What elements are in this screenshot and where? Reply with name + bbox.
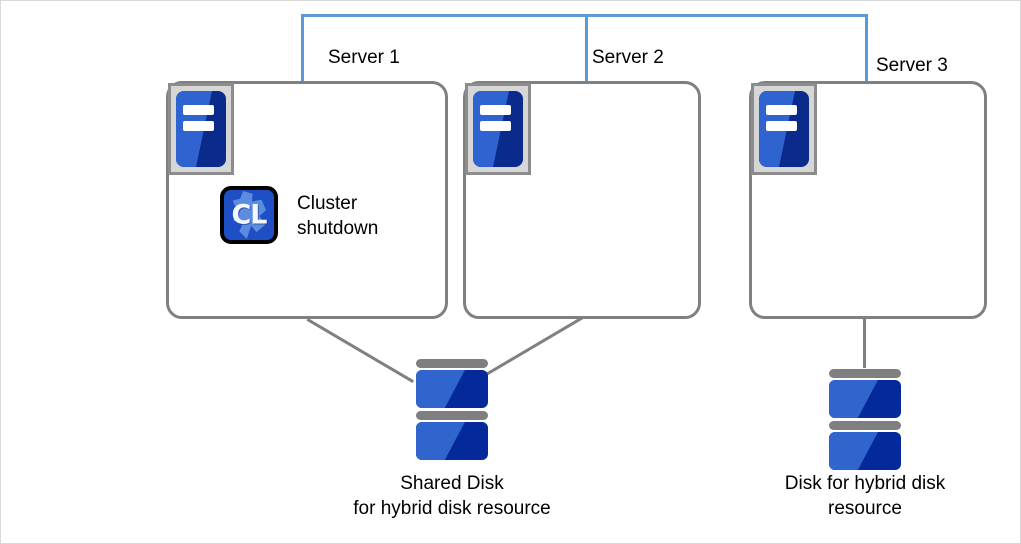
hybrid-disk-caption: Disk for hybrid disk resource (784, 473, 946, 519)
server-machine-icon (751, 83, 817, 175)
server-3-label: Server 3 (876, 55, 948, 76)
interconnect-line-horizontal (301, 14, 868, 17)
connector-server1-shared-disk (306, 318, 414, 384)
machine-icon-slot-1 (183, 104, 214, 115)
interconnect-line-server2 (585, 14, 588, 81)
disk-bar-top (416, 359, 488, 368)
shared-disk-icon[interactable] (416, 359, 488, 460)
interconnect-line-server3 (865, 14, 868, 81)
machine-icon-slot-1 (766, 104, 797, 115)
server-1-label: Server 1 (328, 47, 400, 68)
machine-icon-slot-2 (183, 121, 214, 132)
hybrid-disk-icon[interactable] (829, 369, 901, 470)
connector-server3-hybrid-disk (863, 318, 866, 368)
machine-icon-slot-2 (480, 121, 511, 132)
cluster-cl-icon[interactable]: CL (220, 186, 278, 244)
machine-icon-slot-1 (480, 104, 511, 115)
shared-disk-caption: Shared Disk for hybrid disk resource (353, 473, 551, 519)
server-2-label: Server 2 (592, 47, 664, 68)
connector-server2-shared-disk (477, 315, 585, 381)
disk-platter-top (829, 380, 901, 418)
machine-icon-body (176, 91, 226, 167)
machine-icon-body (759, 91, 809, 167)
disk-platter-top (416, 370, 488, 408)
machine-icon-body (473, 91, 523, 167)
server-machine-icon (168, 83, 234, 175)
cluster-icon-label: CL (231, 199, 267, 231)
server-machine-icon (465, 83, 531, 175)
disk-platter-bottom (829, 432, 901, 470)
machine-icon-slot-2 (766, 121, 797, 132)
disk-bar-bottom (829, 421, 901, 430)
disk-bar-bottom (416, 411, 488, 420)
interconnect-line-server1 (301, 14, 304, 81)
disk-platter-bottom (416, 422, 488, 460)
disk-bar-top (829, 369, 901, 378)
cluster-shutdown-caption: Cluster shutdown (297, 193, 379, 239)
